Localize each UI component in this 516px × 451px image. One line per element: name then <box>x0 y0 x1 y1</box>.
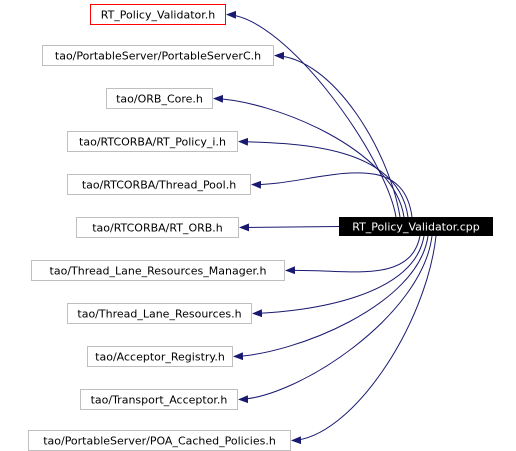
include-edge <box>233 235 429 361</box>
include-node-box <box>67 303 252 324</box>
include-edge <box>239 223 340 232</box>
include-node[interactable]: tao/RTCORBA/RT_Policy_i.h <box>67 131 238 152</box>
include-node[interactable]: tao/Thread_Lane_Resources.h <box>67 303 252 324</box>
include-node-box <box>106 88 213 109</box>
include-edge <box>291 235 437 445</box>
include-node-box <box>90 4 226 25</box>
include-node[interactable]: tao/PortableServer/POA_Cached_Policies.h <box>28 430 291 451</box>
include-node[interactable]: tao/PortableServer/PortableServerC.h <box>42 45 274 66</box>
include-edge <box>226 10 397 218</box>
include-nodes: RT_Policy_Validator.h tao/PortableServer/… <box>28 4 291 451</box>
include-edge <box>285 235 421 275</box>
include-node-label: tao/Thread_Lane_Resources.h <box>77 308 241 321</box>
source-node[interactable]: RT_Policy_Validator.cpp <box>339 217 493 236</box>
include-edge <box>238 137 409 218</box>
include-node[interactable]: tao/RTCORBA/RT_ORB.h <box>76 217 239 238</box>
include-node-label: tao/RTCORBA/Thread_Pool.h <box>82 179 236 192</box>
include-node-label: tao/PortableServer/POA_Cached_Policies.h <box>43 435 276 448</box>
include-node-label: RT_Policy_Validator.h <box>101 9 216 22</box>
include-node-box <box>80 389 238 410</box>
include-node[interactable]: tao/Thread_Lane_Resources_Manager.h <box>31 260 285 281</box>
include-node[interactable]: tao/Transport_Acceptor.h <box>80 389 238 410</box>
include-node-box <box>76 217 239 238</box>
include-edge <box>252 235 425 318</box>
include-node[interactable]: tao/Acceptor_Registry.h <box>87 346 233 367</box>
include-node-box <box>42 45 274 66</box>
include-edge <box>238 235 433 404</box>
include-node[interactable]: tao/ORB_Core.h <box>106 88 213 109</box>
include-node[interactable]: RT_Policy_Validator.h <box>90 4 226 25</box>
source-node-label: RT_Policy_Validator.cpp <box>352 221 480 234</box>
include-edge <box>213 94 405 218</box>
include-edge <box>251 172 413 218</box>
edges <box>213 10 437 445</box>
include-node-label: tao/ORB_Core.h <box>116 93 203 106</box>
include-edge <box>274 51 401 218</box>
include-node-label: tao/PortableServer/PortableServerC.h <box>55 50 261 63</box>
include-node-box <box>67 174 251 195</box>
include-node-box <box>87 346 233 367</box>
include-node-label: tao/Transport_Acceptor.h <box>91 394 228 407</box>
include-node-box <box>67 131 238 152</box>
include-node-label: tao/Thread_Lane_Resources_Manager.h <box>50 265 267 278</box>
include-node-label: tao/RTCORBA/RT_Policy_i.h <box>79 136 226 149</box>
include-node[interactable]: tao/RTCORBA/Thread_Pool.h <box>67 174 251 195</box>
include-node-label: tao/RTCORBA/RT_ORB.h <box>92 222 223 235</box>
include-node-label: tao/Acceptor_Registry.h <box>95 351 225 364</box>
include-node-box <box>31 260 285 281</box>
